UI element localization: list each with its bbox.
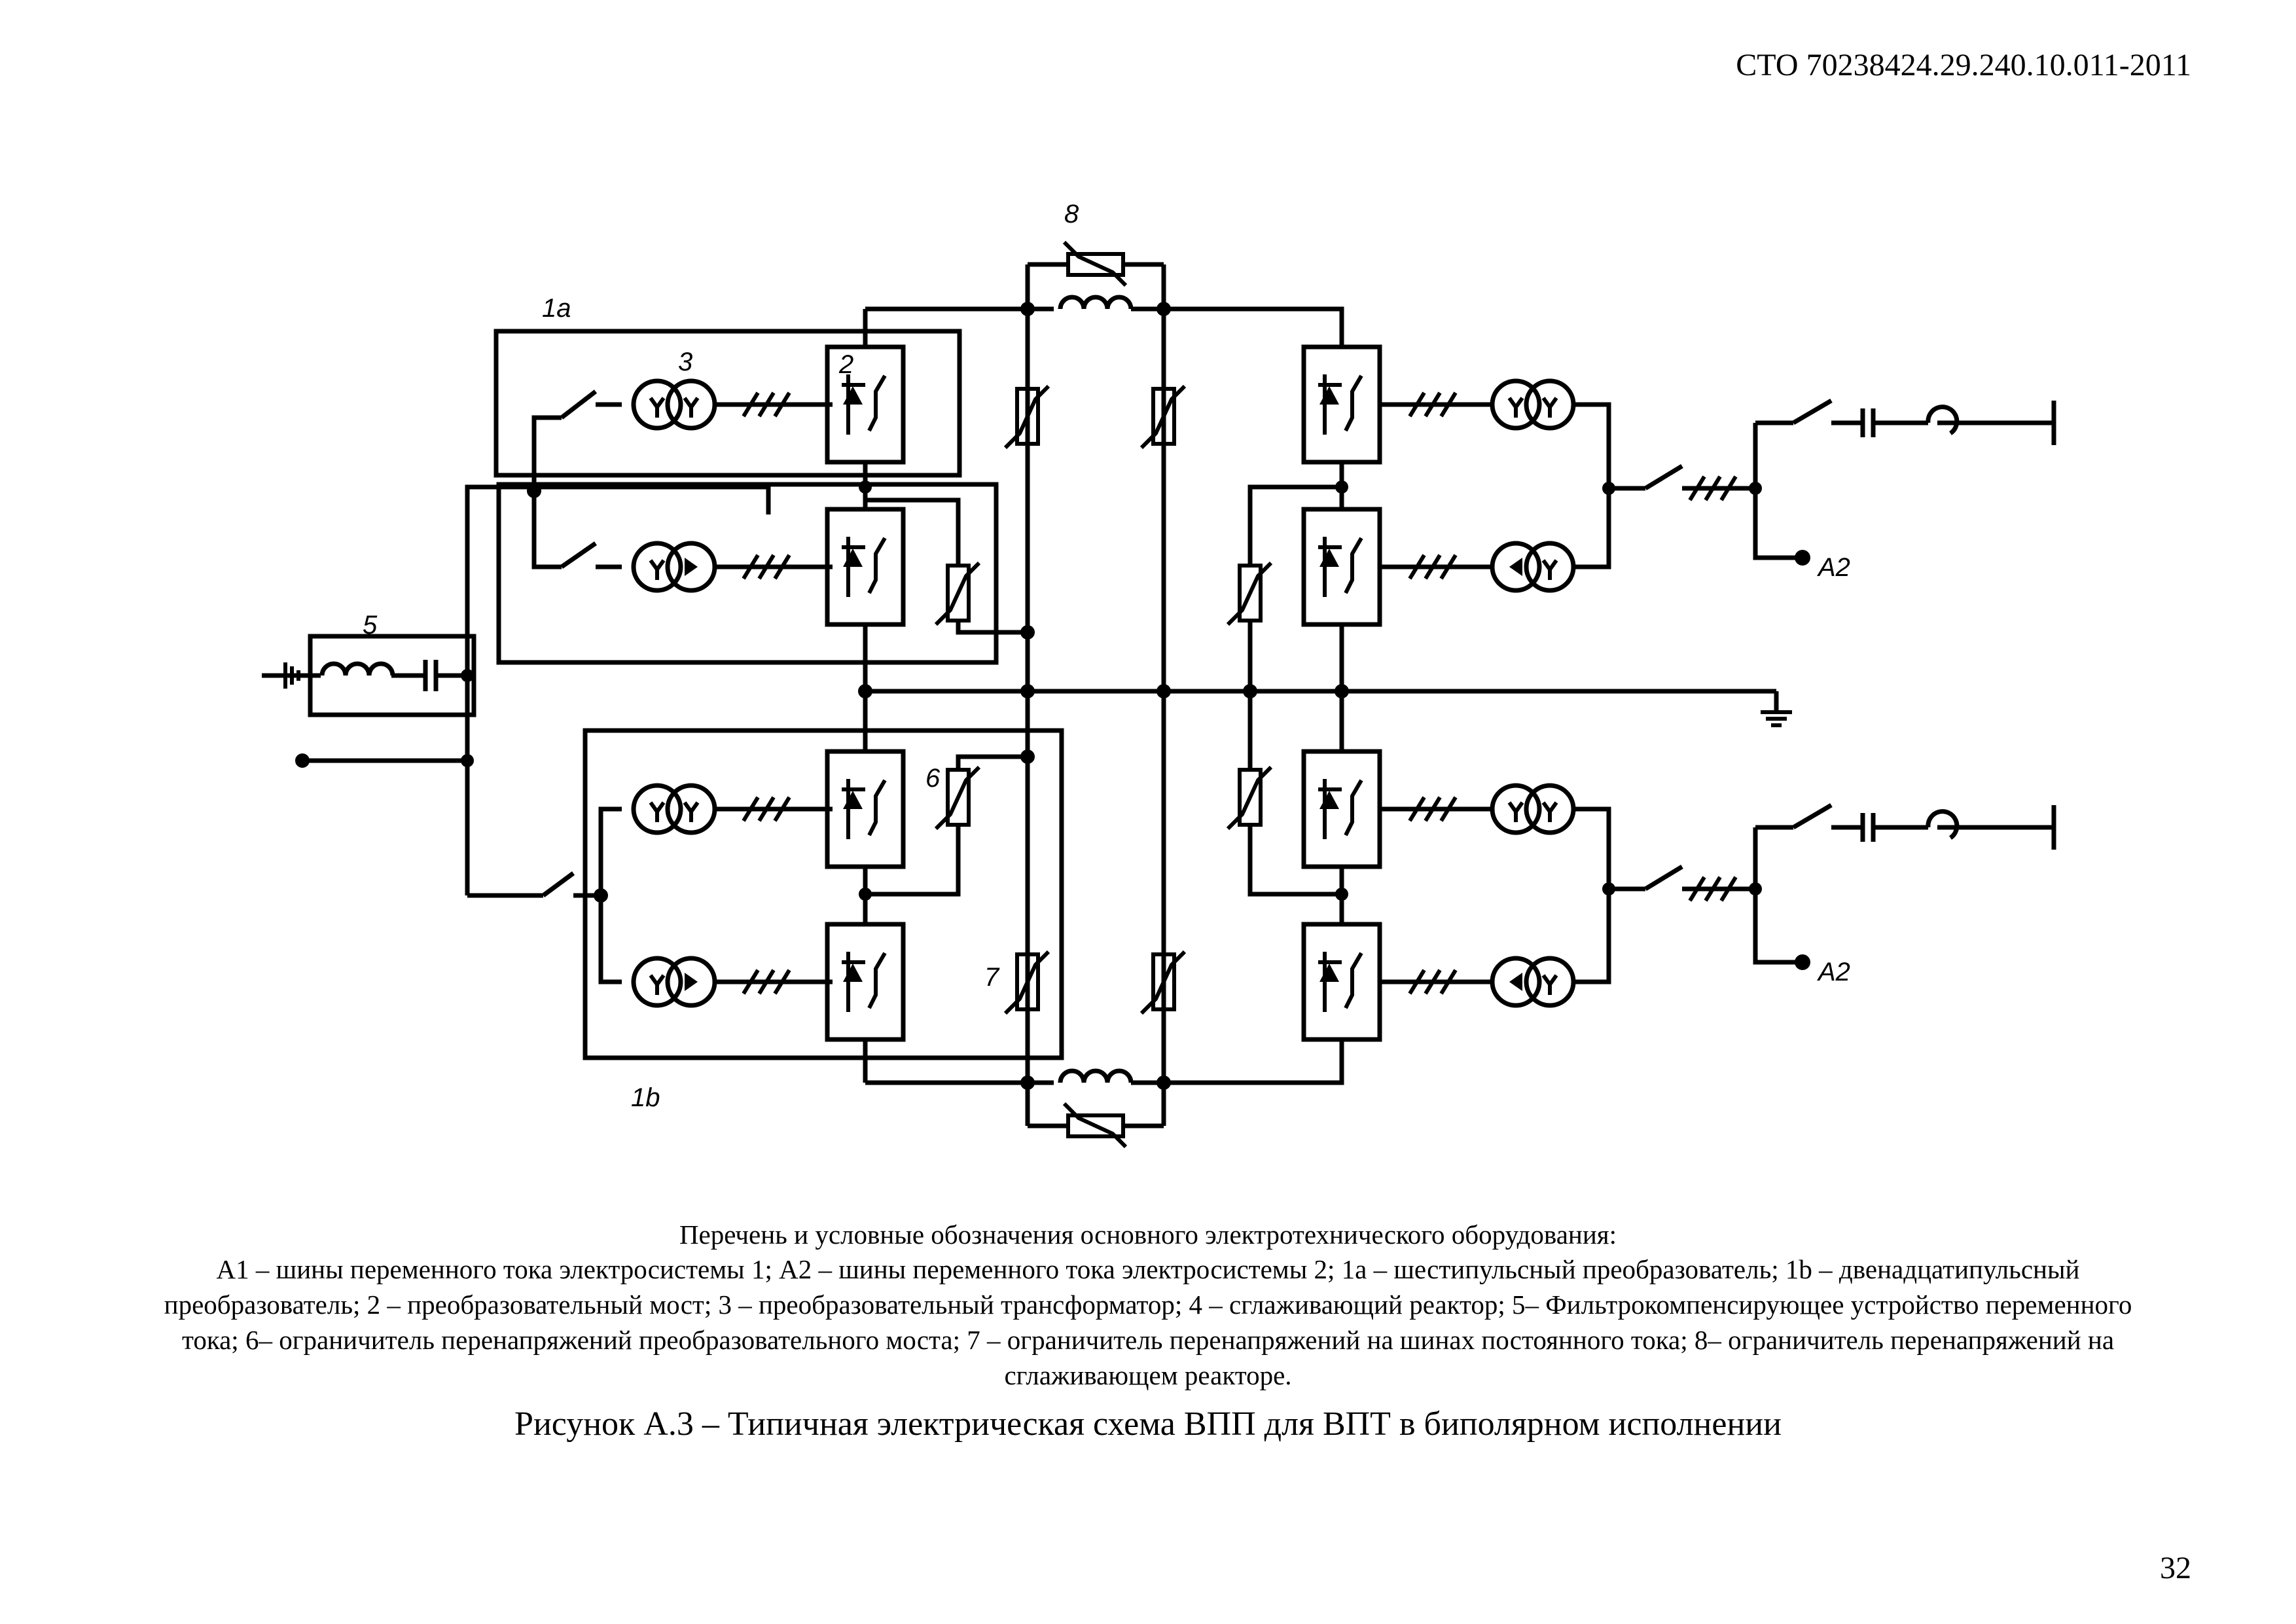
converter-1a-frame <box>493 329 962 478</box>
page-number: 32 <box>2160 1551 2191 1585</box>
legend-title: Перечень и условные обозначения основног… <box>679 1219 1617 1250</box>
label-converter-1b: 1b <box>631 1083 660 1112</box>
label-bridge-2: 2 <box>838 350 853 379</box>
figure-caption: Рисунок А.3 – Типичная электрическая схе… <box>514 1405 1782 1443</box>
document-code: СТО 70238424.29.240.10.011-2011 <box>1736 48 2191 82</box>
label-arrester-7: 7 <box>984 963 1000 992</box>
converter-1a-lower-frame <box>496 482 999 665</box>
label-arrester-6: 6 <box>925 764 941 793</box>
label-bus-a2-top: А2 <box>1817 553 1850 582</box>
converter-1b-frame <box>583 728 1064 1060</box>
label-transformer-3: 3 <box>678 348 692 376</box>
label-converter-1a: 1а <box>542 294 571 323</box>
label-bus-a2-bottom: А2 <box>1817 958 1850 986</box>
label-arrester-8: 8 <box>1064 200 1079 228</box>
legend-text: А1 – шины переменного тока электросистем… <box>164 1254 2132 1390</box>
label-filter-5: 5 <box>363 611 378 640</box>
